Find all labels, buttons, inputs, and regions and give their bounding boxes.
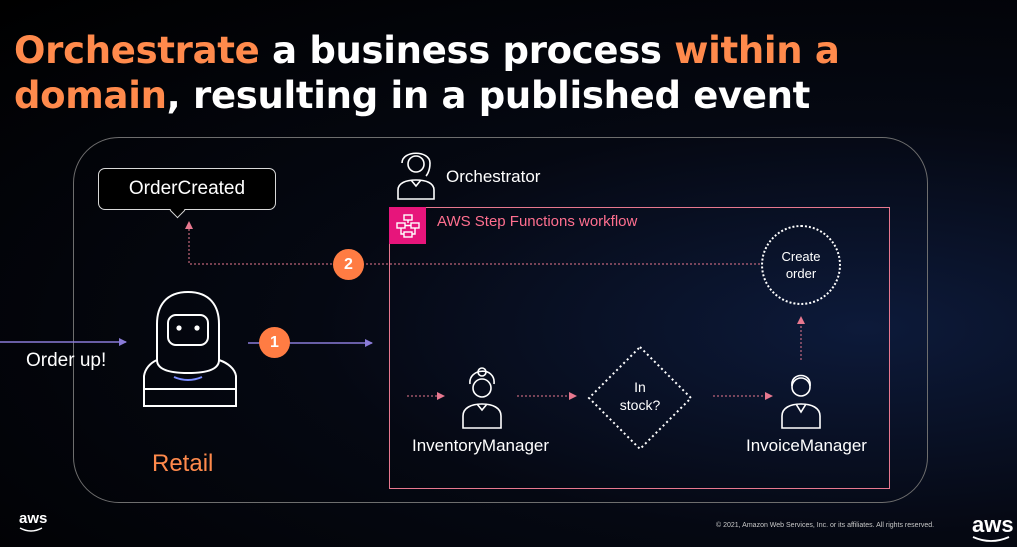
- title-text-2: , resulting in a published event: [166, 74, 811, 117]
- order-up-label: Order up!: [26, 350, 107, 371]
- aws-logo-left-text: aws: [19, 510, 48, 527]
- step-functions-icon: [389, 207, 426, 244]
- title-highlight-orchestrate: Orchestrate: [14, 29, 260, 72]
- aws-smile-icon-right: [972, 536, 1010, 542]
- in-stock-line1: In: [634, 379, 646, 395]
- retail-label: Retail: [152, 450, 214, 477]
- aws-logo-right-text: aws: [972, 512, 1014, 537]
- aws-logo-right: aws: [972, 514, 1014, 544]
- step-1-badge: 1: [259, 327, 290, 358]
- inventory-manager-label: InventoryManager: [412, 436, 550, 455]
- title-highlight-within: within a: [674, 29, 840, 72]
- in-stock-line2: stock?: [619, 397, 661, 413]
- step-functions-workflow-box: [389, 207, 890, 489]
- workflow-label: AWS Step Functions workflow: [437, 213, 638, 230]
- domain-boundary: [73, 137, 928, 503]
- in-stock-label: In stock?: [610, 378, 670, 414]
- in-stock-decision-diamond: [587, 345, 693, 451]
- title-highlight-domain: domain: [14, 74, 167, 117]
- create-order-node: Create order: [761, 225, 841, 305]
- create-order-line2: order: [785, 266, 817, 281]
- copyright-notice: © 2021, Amazon Web Services, Inc. or its…: [716, 522, 935, 529]
- title-text-1: a business process: [259, 29, 675, 72]
- step-2-badge: 2: [333, 249, 364, 280]
- event-label: OrderCreated: [128, 178, 246, 199]
- aws-smile-icon: [19, 527, 43, 532]
- slide-title: Orchestrate a business process within a d…: [14, 28, 840, 118]
- invoice-manager-label: InvoiceManager: [746, 436, 867, 455]
- order-created-event: OrderCreated: [98, 168, 276, 210]
- create-order-line1: Create: [781, 249, 821, 264]
- orchestrator-label: Orchestrator: [446, 167, 541, 186]
- aws-logo-left: aws: [19, 511, 47, 533]
